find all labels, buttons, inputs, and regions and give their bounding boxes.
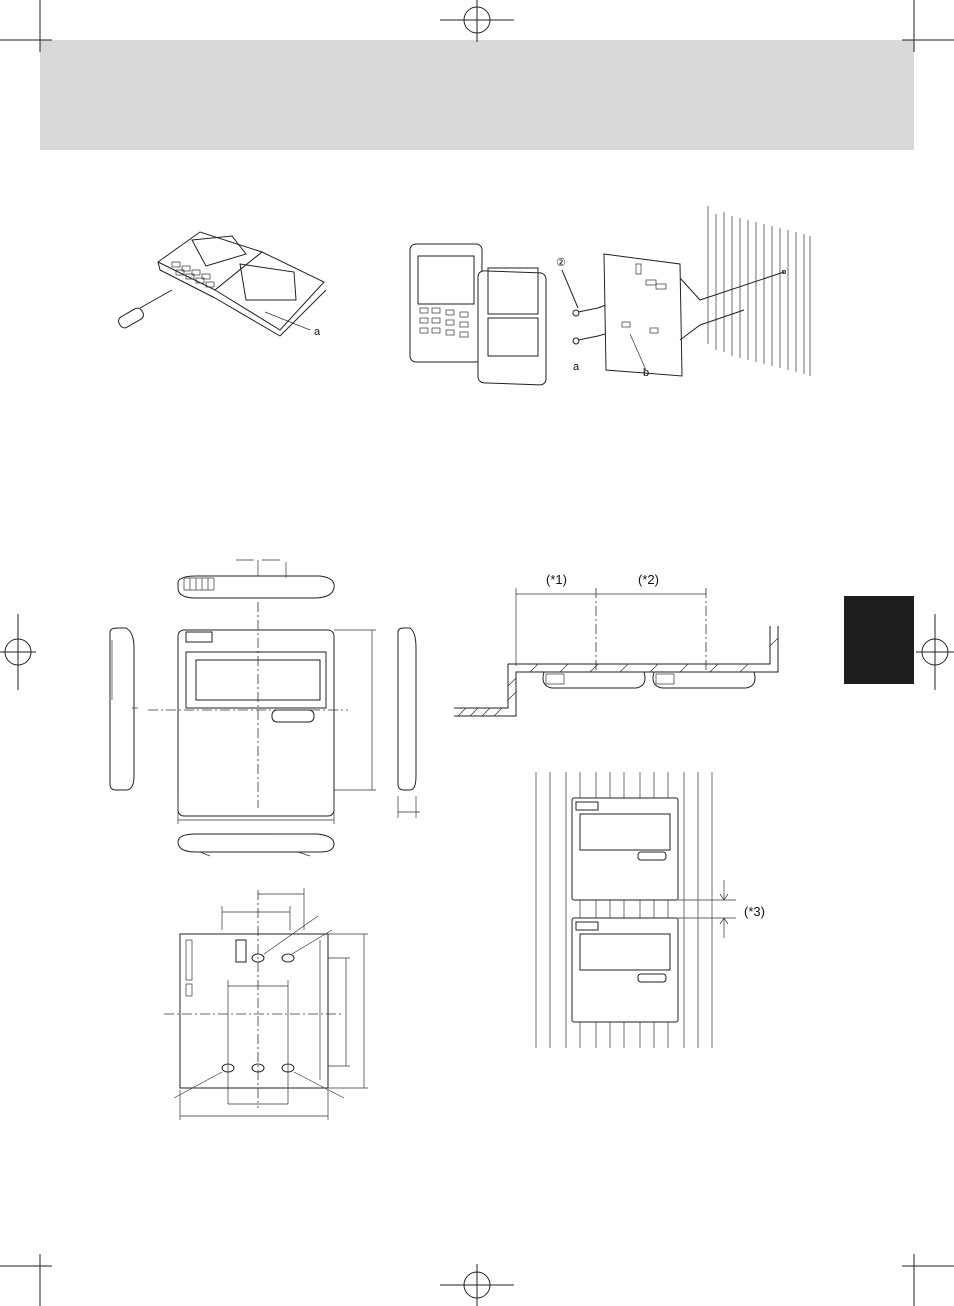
note-3-label: (*3) [744,905,765,918]
